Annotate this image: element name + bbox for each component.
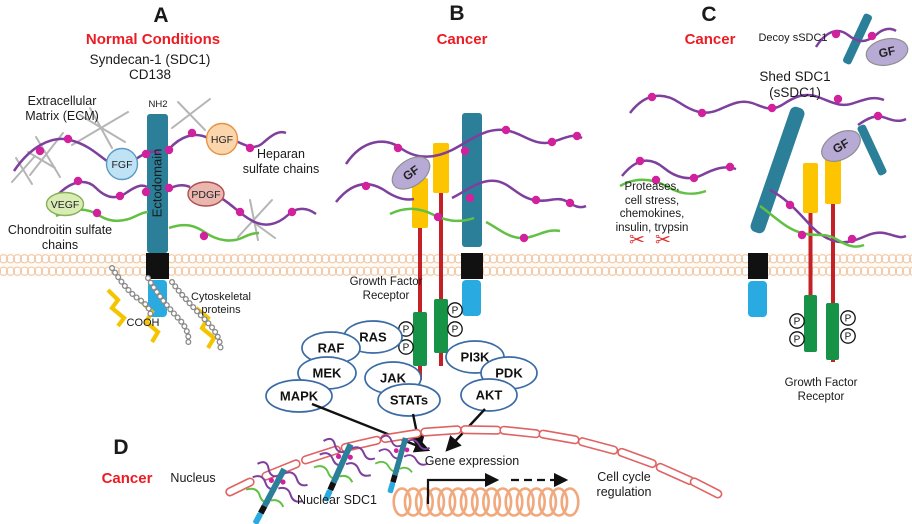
- plasma-membrane: [0, 253, 912, 277]
- svg-text:RAS: RAS: [359, 330, 387, 345]
- svg-text:P: P: [403, 343, 410, 354]
- pdgf-label: PDGF: [191, 189, 220, 201]
- svg-text:P: P: [452, 306, 459, 317]
- nuclear-sdc1-label: Nuclear SDC1: [297, 493, 377, 507]
- panel-c-label: C: [701, 3, 717, 26]
- signaling-nodes: RAS RAF MEK MAPK JAK STATs PI3K PDK AKT: [265, 320, 538, 417]
- receptor-label-c: Growth Factor Receptor: [784, 377, 858, 403]
- gf-label-c-decoy: GF: [877, 43, 896, 60]
- nuclear-sdc1-glyphs: [231, 430, 434, 524]
- decoy-sdc1-bars: [842, 13, 887, 176]
- node-stats: STATs: [377, 383, 441, 417]
- triggers-label: Proteases, cell stress, chemokines, insu…: [615, 181, 689, 234]
- svg-text:PDK: PDK: [495, 366, 523, 381]
- sdc1-core-b: [461, 113, 483, 316]
- cell-cycle-label: Cell cycle regulation: [596, 470, 652, 499]
- svg-text:RAF: RAF: [318, 341, 345, 356]
- svg-text:JAK: JAK: [380, 371, 407, 386]
- svg-text:STATs: STATs: [390, 393, 428, 408]
- nucleus-label: Nucleus: [170, 471, 216, 485]
- cytoskeleton: [106, 265, 224, 355]
- glycan-chains-b: [335, 128, 587, 240]
- scissors-icon: ✂ ✂: [629, 229, 673, 251]
- decoy-label: Decoy sSDC1: [758, 32, 828, 44]
- molecule-name: Syndecan-1 (SDC1): [89, 52, 211, 67]
- sugar-dots-b: [361, 125, 582, 243]
- panel-b-label: B: [449, 2, 465, 25]
- ectodomain-label: Ectodomain: [149, 148, 165, 218]
- pdgf-oval: [187, 181, 225, 207]
- transcription-arrow: [426, 472, 569, 504]
- cooh-label: COOH: [126, 317, 160, 329]
- svg-text:P: P: [794, 317, 801, 328]
- heparan-label: Heparan sulfate chains: [242, 147, 320, 176]
- sugar-dots-c: [635, 29, 883, 244]
- growth-factor-ovals-a: FGF HGF PDGF VEGF: [45, 122, 239, 217]
- sdc1-core-a: [146, 114, 169, 317]
- svg-text:P: P: [845, 314, 852, 325]
- panel-d-label: D: [113, 436, 129, 459]
- phosphates-c: P P P P: [789, 310, 856, 347]
- svg-text:MEK: MEK: [313, 366, 343, 381]
- receptor-label-b: Growth Factor Receptor: [349, 276, 423, 302]
- fgf-oval: [105, 147, 139, 181]
- svg-text:P: P: [845, 332, 852, 343]
- svg-text:P: P: [403, 325, 410, 336]
- gene-expression-label: Gene expression: [424, 454, 520, 468]
- panel-a-condition: Normal Conditions: [85, 31, 221, 48]
- phosphates-b: P P P P: [398, 302, 463, 355]
- gf-oval-b: GF: [391, 156, 431, 190]
- svg-text:P: P: [794, 335, 801, 346]
- vegf-oval: [45, 191, 85, 217]
- growth-factor-receptors-b: [412, 143, 449, 380]
- panel-c-condition: Cancer: [684, 31, 736, 48]
- panel-a-label: A: [153, 4, 169, 27]
- shed-sdc1-bar: [750, 106, 805, 234]
- dna-coil: [392, 487, 580, 517]
- shed-label: Shed SDC1 (sSDC1): [759, 69, 831, 100]
- node-akt: AKT: [460, 378, 518, 412]
- gf-oval-c: GF: [821, 130, 861, 162]
- fgf-label: FGF: [112, 159, 133, 171]
- sdc1-remnant-c: [748, 253, 768, 317]
- molecule-alias: CD138: [128, 67, 172, 82]
- panel-b-condition: Cancer: [436, 31, 488, 48]
- growth-factor-receptors-c: [803, 157, 841, 362]
- hgf-label: HGF: [211, 134, 233, 146]
- svg-text:AKT: AKT: [476, 388, 503, 403]
- hgf-oval: [205, 122, 239, 156]
- ecm-fibers: [11, 98, 276, 241]
- chondroitin-label: Chondroitin sulfate chains: [7, 223, 113, 252]
- panel-d-condition: Cancer: [101, 470, 153, 487]
- cytoskeletal-label: Cytoskeletal proteins: [191, 291, 251, 316]
- sugar-dots-a: [35, 128, 297, 241]
- svg-text:PI3K: PI3K: [461, 350, 491, 365]
- nh2-label: NH2: [148, 99, 168, 110]
- nuclear-envelope: [225, 425, 723, 499]
- vegf-label: VEGF: [51, 199, 80, 211]
- node-mapk: MAPK: [265, 379, 333, 413]
- svg-text:P: P: [452, 325, 459, 336]
- gf-oval-c-decoy: GF: [865, 37, 909, 67]
- svg-text:MAPK: MAPK: [280, 389, 319, 404]
- ecm-label: Extracellular Matrix (ECM): [25, 94, 99, 123]
